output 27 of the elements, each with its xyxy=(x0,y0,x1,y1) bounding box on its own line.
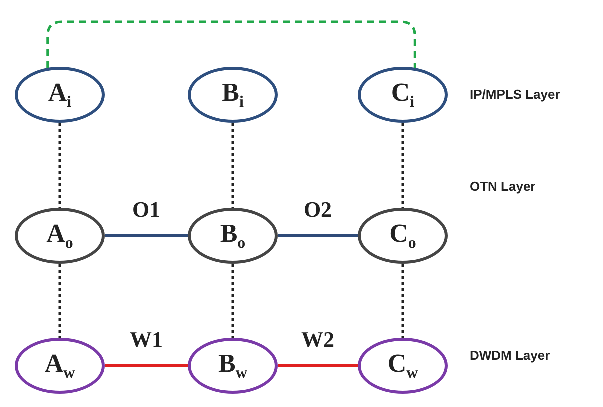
link-line xyxy=(278,364,358,368)
edge-label: O1 xyxy=(132,197,161,223)
edge-label: O2 xyxy=(304,197,332,223)
dotted-connector xyxy=(402,123,404,208)
dashed-connector xyxy=(46,20,416,68)
node-label: B$_{w}$ xyxy=(218,349,248,383)
layer-label: OTN Layer xyxy=(470,179,536,194)
dotted-connector xyxy=(402,264,404,338)
node-label: C$_{i}$ xyxy=(391,78,415,112)
link-line xyxy=(105,364,188,368)
node-label: C$_{o}$ xyxy=(390,219,416,253)
node-label: C$_{w}$ xyxy=(388,349,418,383)
node-label: A$_{o}$ xyxy=(46,219,74,253)
layer-label: IP/MPLS Layer xyxy=(470,87,560,102)
link-line xyxy=(278,234,358,238)
node-label: B$_{o}$ xyxy=(220,219,246,253)
dotted-connector xyxy=(58,264,62,338)
link-line xyxy=(105,234,188,238)
dotted-connector xyxy=(232,264,234,338)
dotted-connector xyxy=(58,123,62,208)
node-label: A$_{w}$ xyxy=(44,349,76,383)
layer-label: DWDM Layer xyxy=(470,348,550,363)
dotted-connector xyxy=(232,123,234,208)
edge-label: W1 xyxy=(130,327,163,353)
node-label: B$_{i}$ xyxy=(222,78,244,112)
edge-label: W2 xyxy=(302,327,334,353)
node-label: A$_{i}$ xyxy=(48,78,72,112)
